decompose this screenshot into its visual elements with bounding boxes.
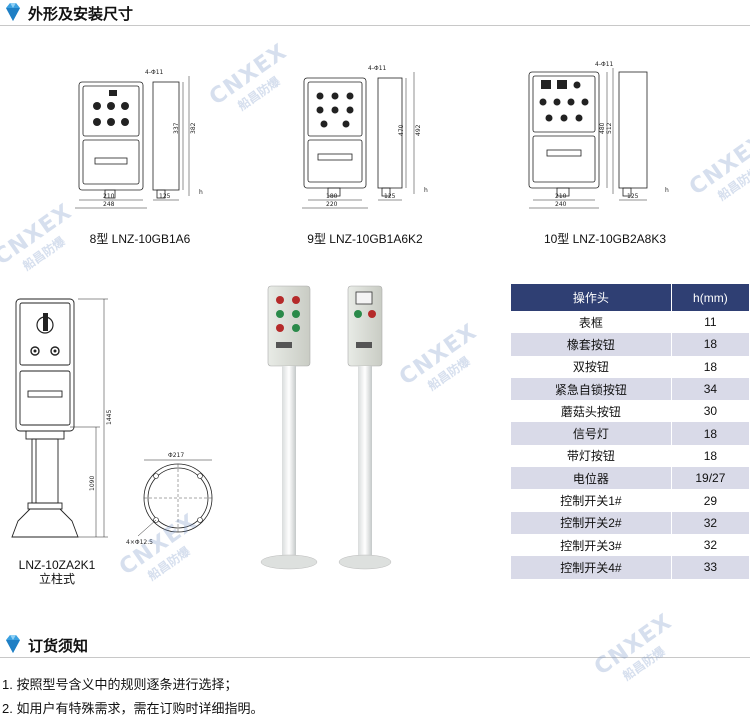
svg-text:125: 125 <box>159 193 171 200</box>
svg-text:h: h <box>665 187 669 194</box>
svg-text:4×Φ12.5: 4×Φ12.5 <box>126 539 153 546</box>
diamond-icon <box>6 635 20 653</box>
section-title: 订货须知 <box>28 638 89 655</box>
caption-column-kind: 立柱式 <box>38 572 75 586</box>
section-header-dimensions: 外形及安装尺寸 <box>0 0 750 26</box>
table-row: 控制开关3#32 <box>511 533 749 557</box>
diamond-icon <box>6 3 20 21</box>
svg-text:125: 125 <box>627 193 639 200</box>
svg-text:512: 512 <box>606 122 613 134</box>
svg-text:4-Φ11: 4-Φ11 <box>595 61 614 68</box>
table-row: 控制开关2#32 <box>511 511 749 534</box>
drawing-type-10: 4-Φ11 480 512 210 240 125 h <box>528 61 669 209</box>
svg-text:210: 210 <box>103 193 115 200</box>
note-item: 2. 如用户有特殊需求，需在订购时详细指明。 <box>2 701 264 716</box>
svg-text:1445: 1445 <box>106 410 113 425</box>
table-header-height: h(mm) <box>671 284 749 311</box>
table-row: 控制开关4#33 <box>511 556 749 579</box>
caption-type-10: 10型 LNZ-10GB2A8K3 <box>543 232 667 246</box>
note-item: 1. 按照型号含义中的规则逐条进行选择； <box>2 677 238 692</box>
svg-text:Φ217: Φ217 <box>168 452 184 459</box>
svg-text:480: 480 <box>599 122 606 134</box>
svg-text:492: 492 <box>415 124 422 136</box>
svg-text:180: 180 <box>326 193 338 200</box>
caption-type-9: 9型 LNZ-10GB1A6K2 <box>307 232 423 246</box>
svg-text:4-Φ11: 4-Φ11 <box>145 69 164 76</box>
svg-text:125: 125 <box>384 193 396 200</box>
drawing-type-9: 4-Φ11 470 492 180 220 125 h <box>302 65 428 209</box>
svg-text:4-Φ11: 4-Φ11 <box>368 65 387 72</box>
product-photo-column-boxes <box>260 285 392 570</box>
table-header-row: 操作头 h(mm) <box>511 284 749 311</box>
svg-text:h: h <box>199 189 203 196</box>
drawing-base-flange: Φ217 4×Φ12.5 <box>126 452 213 546</box>
table-header-operator: 操作头 <box>511 284 672 311</box>
svg-text:1090: 1090 <box>89 476 96 491</box>
caption-column-type: LNZ-10ZA2K1 立柱式 <box>2 558 112 586</box>
section-title: 外形及安装尺寸 <box>28 6 134 23</box>
drawing-column-type: 1445 1090 <box>11 298 113 538</box>
svg-text:210: 210 <box>555 193 567 200</box>
svg-text:h: h <box>424 187 428 194</box>
section-header-ordering: 订货须知 <box>0 632 750 658</box>
svg-text:382: 382 <box>190 122 197 134</box>
drawing-type-8: 4-Φ11 337 382 210 248 125 h <box>75 69 203 209</box>
caption-column-model: LNZ-10ZA2K1 <box>18 558 96 572</box>
table-row: 控制开关1#29 <box>511 489 749 512</box>
svg-text:248: 248 <box>103 201 115 208</box>
caption-type-8: 8型 LNZ-10GB1A6 <box>89 232 191 246</box>
svg-text:220: 220 <box>326 201 338 208</box>
svg-text:240: 240 <box>555 201 567 208</box>
svg-text:337: 337 <box>173 122 180 134</box>
svg-text:470: 470 <box>398 124 405 136</box>
